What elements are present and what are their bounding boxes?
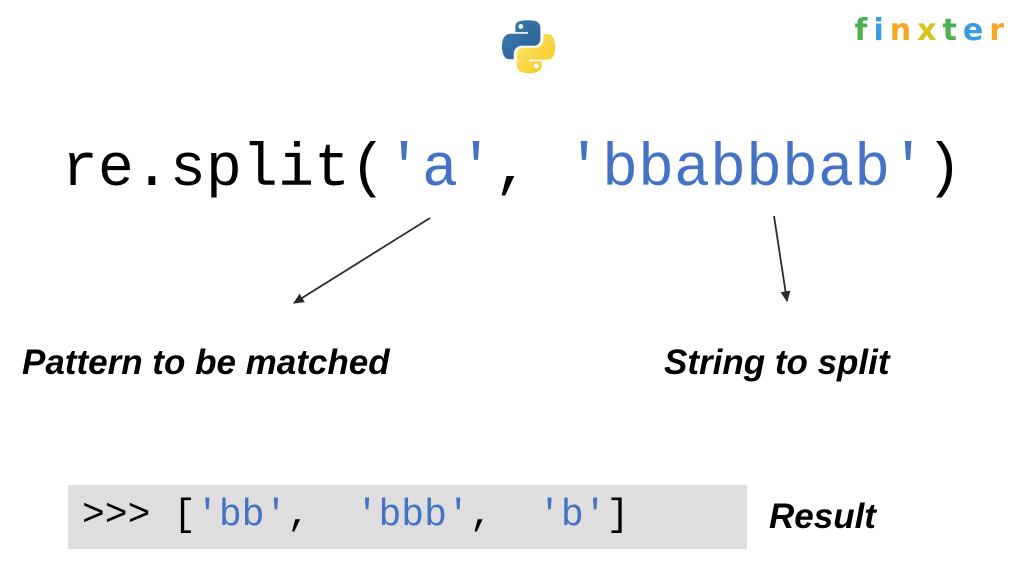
string-arrow: [773, 215, 791, 303]
finxter-letter-t: t: [942, 13, 963, 48]
result-item-0: 'bb': [196, 494, 288, 537]
pattern-annotation-label: Pattern to be matched: [22, 343, 390, 382]
code-function-call: re.split(: [61, 136, 386, 204]
finxter-letter-i: i: [873, 13, 890, 48]
python-logo-yellow-snake: [516, 33, 556, 74]
result-item-1: 'bbb': [355, 494, 470, 537]
result-separator-0: ,: [287, 494, 356, 537]
result-close-bracket: ]: [606, 494, 630, 537]
code-string-argument: 'bbabbbab': [566, 136, 927, 204]
result-row: >>> ['bb', 'bbb', 'b'] Result: [68, 485, 876, 549]
string-annotation-label: String to split: [664, 343, 890, 382]
result-item-2: 'b': [538, 494, 607, 537]
finxter-letter-n: n: [889, 13, 918, 48]
python-logo-blue-snake: [501, 20, 541, 60]
finxter-letter-e: e: [962, 13, 990, 48]
result-output-box: >>> ['bb', 'bbb', 'b']: [68, 485, 747, 549]
result-open-bracket: [: [173, 494, 197, 537]
code-pattern-argument: 'a': [385, 136, 494, 204]
result-separator-1: ,: [469, 494, 539, 537]
finxter-logo: finxter: [854, 16, 1010, 46]
finxter-letter-f: f: [854, 13, 874, 48]
python-logo-svg: [501, 20, 556, 74]
result-annotation-label: Result: [769, 497, 876, 536]
code-argument-separator: ,: [494, 136, 567, 204]
repl-prompt: >>>: [82, 494, 174, 537]
code-closing-paren: ): [926, 136, 963, 204]
finxter-letter-x: x: [917, 13, 943, 48]
code-expression: re.split('a', 'bbabbbab'): [0, 134, 1024, 206]
pattern-arrow: [293, 217, 431, 304]
python-logo: [499, 11, 557, 81]
finxter-letter-r: r: [989, 13, 1010, 48]
